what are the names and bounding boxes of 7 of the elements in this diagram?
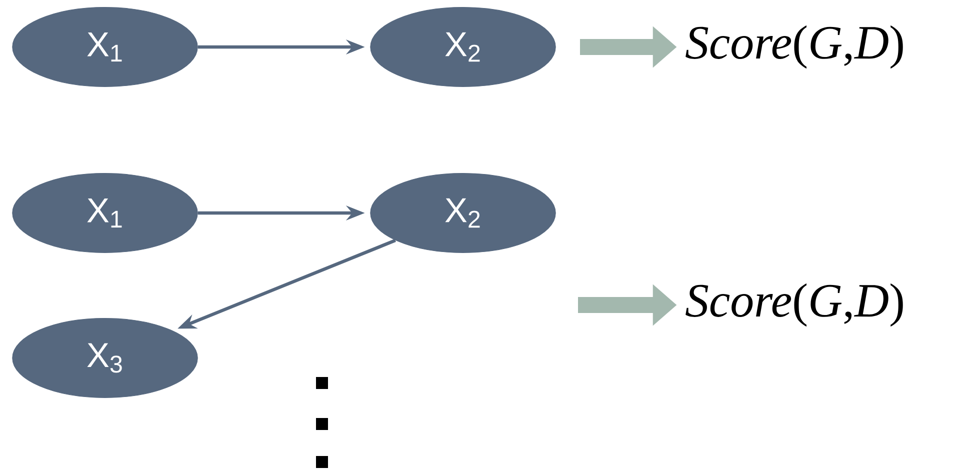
- graph-node: X$_{1}$: [12, 7, 198, 87]
- graph-node: X$_{3}$: [12, 318, 198, 398]
- graph-node: X$_{1}$: [12, 173, 198, 253]
- score-formula: Score(G,D): [686, 283, 903, 327]
- score-formula: Score(G,D): [686, 25, 903, 69]
- graph-node: X$_{2}$: [370, 173, 556, 253]
- graph-node: X$_{2}$: [370, 7, 556, 87]
